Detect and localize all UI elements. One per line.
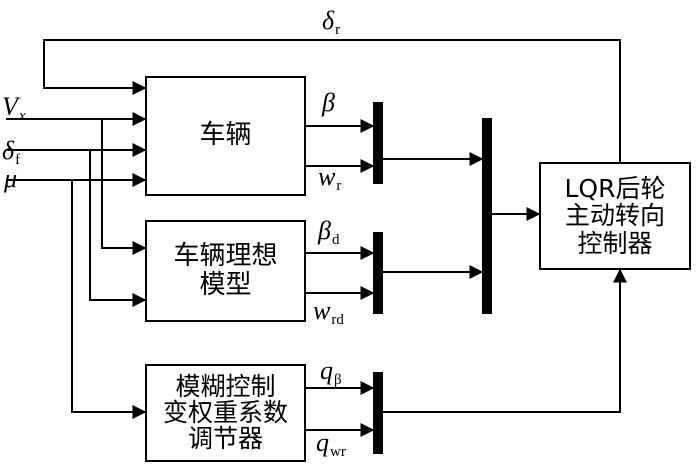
vehicle-block: 车辆 [145,76,306,196]
q-beta-main: q [320,356,333,385]
fuzzy-label: 模糊控制 变权重系数 调节器 [162,371,288,454]
wrd-label: wrd [313,296,344,329]
deltaf-to-ideal [89,150,147,307]
mu-main: μ [4,164,18,193]
mu-to-fuzzy [71,180,147,419]
vx-to-ideal [101,119,147,255]
vx-sub: x [18,108,26,124]
delta-r-label: δr [322,6,340,39]
delta-f-main: δ [2,136,15,165]
vx-label: Vx [2,92,26,125]
mux-bar-1 [373,102,383,184]
wr-sub: r [336,178,342,194]
mux3-to-lqr [383,268,627,413]
wrd-main: w [313,296,331,325]
wr-label: wr [318,162,341,195]
delta-f-sub: f [15,152,21,168]
beta-d-label: βd [318,216,339,249]
lqr-label: LQR后轮 主动转向 控制器 [564,173,666,258]
vx-main: V [2,92,18,121]
wrd-sub: rd [331,312,344,328]
mux-bar-main [482,118,492,314]
delta-f-label: δf [2,136,20,169]
delta-r-main: δ [322,6,335,35]
q-beta-label: qβ [320,356,342,389]
mu-label: μ [4,164,17,194]
q-beta-sub: β [334,372,342,388]
q-wr-main: q [316,428,329,457]
mux-bar-2 [373,232,383,314]
beta-d-sub: d [331,232,340,248]
fuzzy-block: 模糊控制 变权重系数 调节器 [145,364,306,462]
beta-label: β [322,88,335,118]
feedback-line [43,39,621,162]
q-wr-sub: wr [330,444,346,460]
vehicle-block-label: 车辆 [199,120,252,151]
q-wr-label: qwr [316,428,346,461]
delta-r-sub: r [335,22,341,38]
wr-main: w [318,162,336,191]
ideal-model-label: 车辆理想 模型 [173,240,278,300]
lqr-block: LQR后轮 主动转向 控制器 [539,162,691,270]
mux-bar-3 [373,372,383,454]
beta-main: β [322,88,335,117]
beta-d-main: β [318,216,331,245]
ideal-model-block: 车辆理想 模型 [145,220,306,322]
